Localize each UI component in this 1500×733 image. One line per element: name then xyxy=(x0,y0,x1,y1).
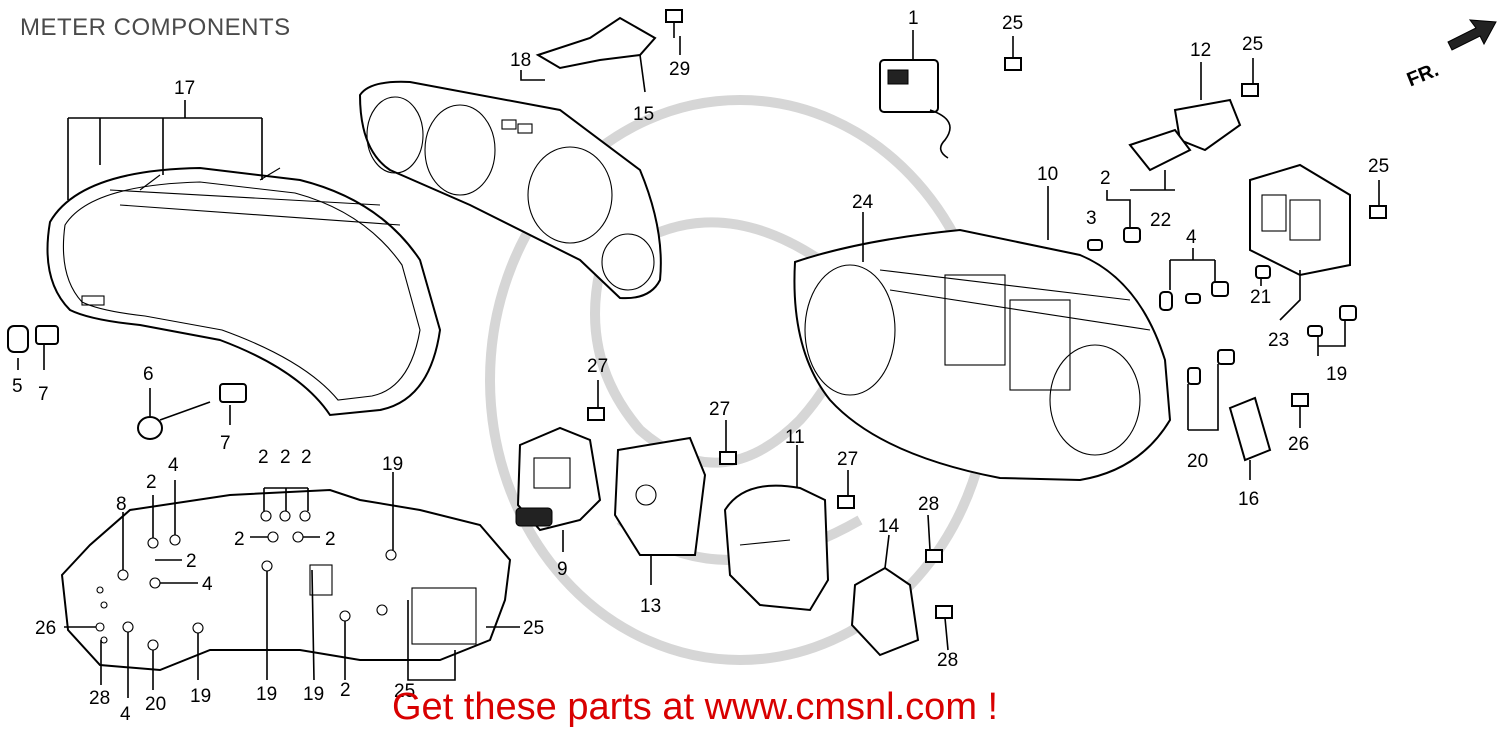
gauge-9-part xyxy=(515,426,602,532)
part-label: 2 xyxy=(301,447,312,468)
part-label: 28 xyxy=(89,688,110,709)
part-label: 6 xyxy=(143,364,154,385)
printed-circuit-part xyxy=(60,488,512,672)
knob-part xyxy=(7,325,59,353)
part-label: 21 xyxy=(1250,287,1271,308)
meter-housing-part xyxy=(793,228,1172,482)
part-label: 19 xyxy=(382,454,403,475)
part-label: 27 xyxy=(709,399,730,420)
part-label: 22 xyxy=(1150,210,1171,231)
part-label: 2 xyxy=(234,529,245,550)
part-label: 4 xyxy=(202,574,213,595)
part-label: 2 xyxy=(186,551,197,572)
part-number-labels: 17 5 7 6 7 18 15 29 1 25 25 12 25 10 2 3… xyxy=(12,8,1389,725)
part-label: 25 xyxy=(1002,13,1023,34)
part-label: 2 xyxy=(325,529,336,550)
part-label: 14 xyxy=(878,516,900,537)
part-label: 20 xyxy=(1187,451,1208,472)
front-marker-label: FR. xyxy=(1404,59,1442,91)
part-label: 15 xyxy=(633,104,654,125)
page-title: METER COMPONENTS xyxy=(20,14,291,41)
switch-part xyxy=(879,59,951,159)
control-unit-part xyxy=(1249,163,1351,277)
tachometer-part xyxy=(613,436,707,556)
part-label: 2 xyxy=(146,472,157,493)
part-label: 25 xyxy=(394,681,415,702)
part-label: 29 xyxy=(669,59,690,80)
part-label: 4 xyxy=(1186,227,1197,248)
part-label: 12 xyxy=(1190,40,1211,61)
part-label: 26 xyxy=(1288,434,1309,455)
part-label: 2 xyxy=(340,680,351,701)
promo-banner-link[interactable]: Get these parts at www.cmsnl.com ! xyxy=(392,686,999,728)
part-label: 18 xyxy=(510,50,531,71)
part-label: 17 xyxy=(174,78,195,99)
part-label: 19 xyxy=(190,686,211,707)
part-label: 16 xyxy=(1238,489,1259,510)
part-label: 1 xyxy=(908,8,919,29)
part-label: 20 xyxy=(145,694,166,715)
bulb-parts xyxy=(1087,227,1357,385)
part-label: 28 xyxy=(937,650,958,671)
part-label: 3 xyxy=(1086,208,1097,229)
part-label: 4 xyxy=(120,704,131,725)
part-label: 7 xyxy=(220,433,231,454)
meter-case-part xyxy=(46,166,442,417)
bracket-12-part xyxy=(1128,98,1242,172)
leader-lines xyxy=(17,30,1380,698)
part-label: 9 xyxy=(557,559,568,580)
small-screw-parts xyxy=(587,407,953,619)
part-label: 13 xyxy=(640,596,661,617)
part-label: 2 xyxy=(280,447,291,468)
part-label: 25 xyxy=(523,618,544,639)
part-label: 25 xyxy=(1368,156,1389,177)
part-label: 11 xyxy=(785,427,805,448)
part-label: 27 xyxy=(587,356,608,377)
part-label: 27 xyxy=(837,449,858,470)
part-label: 25 xyxy=(1242,34,1263,55)
part-label: 10 xyxy=(1037,164,1058,185)
front-direction-arrow: FR. xyxy=(1404,19,1497,91)
part-label: 24 xyxy=(852,192,874,213)
part-label: 23 xyxy=(1268,330,1289,351)
part-label: 2 xyxy=(258,447,269,468)
part-label: 4 xyxy=(168,455,179,476)
part-label: 5 xyxy=(12,376,23,397)
part-label: 2 xyxy=(1100,168,1111,189)
part-label: 19 xyxy=(256,684,277,705)
part-label: 8 xyxy=(116,494,127,515)
part-label: 19 xyxy=(1326,364,1347,385)
part-label: 28 xyxy=(918,494,939,515)
part-label: 19 xyxy=(303,684,324,705)
part-label: 7 xyxy=(38,384,49,405)
part-label: 26 xyxy=(35,618,56,639)
speedometer-part xyxy=(723,484,830,612)
bracket-part xyxy=(535,9,683,70)
meter-face-plate-part xyxy=(358,80,662,300)
screw-parts xyxy=(1004,57,1387,219)
